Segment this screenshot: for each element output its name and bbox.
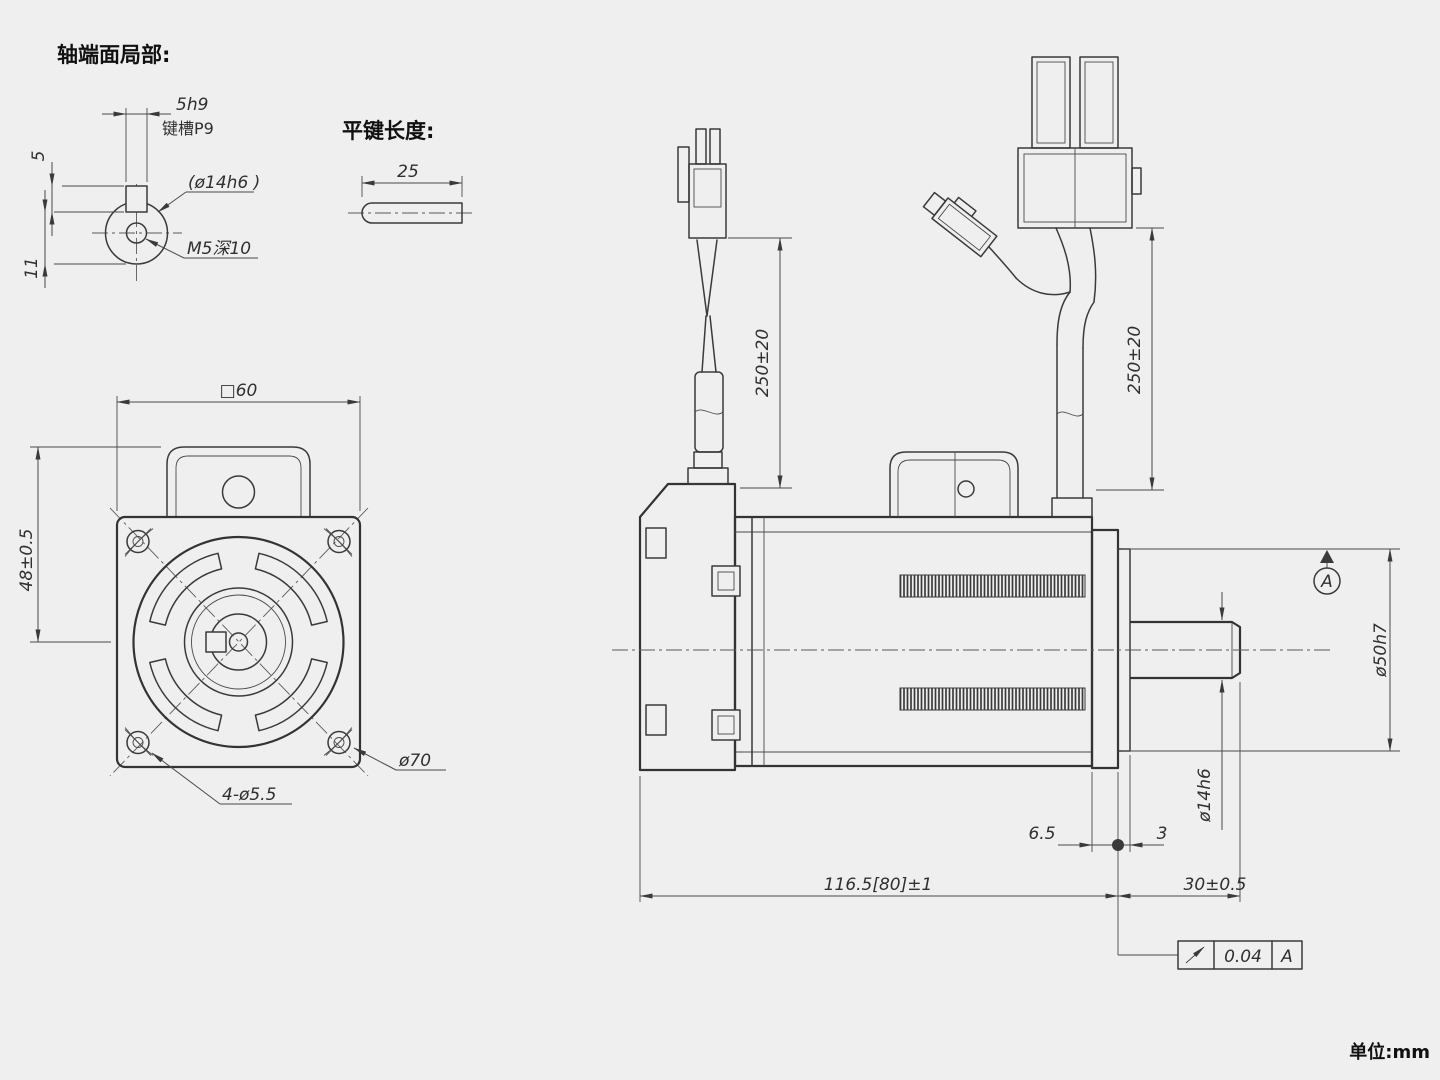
power-connector-terminal	[1079, 56, 1119, 149]
connector-bump-side	[889, 451, 1019, 518]
encoder-connector-latch	[677, 146, 690, 203]
encoder-connector-pin	[709, 128, 721, 165]
dim-text-keyway-width: 5h9	[176, 95, 208, 115]
connector-bump-front	[166, 446, 311, 517]
brake-connector	[922, 191, 998, 258]
dim-text-keyway-spec: 键槽P9	[162, 119, 214, 138]
datum-target-dot	[1112, 839, 1124, 851]
dim-text-key-height: 5	[29, 151, 49, 162]
mounting-hole	[124, 527, 152, 556]
encoder-connector-pin	[695, 128, 707, 165]
dim-text-bolt-circle: ø70	[398, 751, 431, 771]
flat-key-outline	[361, 202, 463, 224]
dim-text-encoder-cable: 250±20	[753, 329, 773, 397]
power-connector	[1017, 56, 1142, 229]
dim-flange-size: □60	[116, 381, 361, 511]
front-face-outer-circle	[132, 535, 345, 749]
mounting-tab	[711, 709, 741, 741]
dim-key-height: 5	[29, 151, 124, 236]
mounting-hole	[325, 527, 353, 556]
encoder-cable-assembly	[677, 128, 727, 453]
shaft-keyway-front	[205, 631, 227, 653]
shaft-end-view-geometry	[92, 184, 182, 282]
runout-symbol-icon	[1185, 946, 1205, 964]
flat-key-title: 平键长度:	[342, 119, 434, 143]
encoder-boss-circle	[183, 587, 294, 697]
connector-bump-screw	[221, 475, 256, 509]
leader-bolt-circle: ø70	[353, 747, 446, 771]
datum-label: A	[1320, 572, 1333, 592]
dim-text-shaft-dia: ø14h6	[1195, 768, 1215, 823]
dim-text-spigot-length: 3	[1157, 824, 1168, 844]
shaft-end-detail-title: 轴端面局部:	[57, 43, 170, 67]
dim-text-center-height: 48±0.5	[17, 529, 37, 592]
runout-tolerance-value: 0.04	[1224, 947, 1262, 967]
front-face-slot	[149, 552, 223, 626]
unit-note: 单位:mm	[1349, 1041, 1430, 1063]
front-flange-plate	[1090, 528, 1120, 770]
strain-relief	[696, 239, 718, 317]
leader-tapped-hole: M5深10	[145, 238, 258, 259]
front-face-slot	[254, 658, 328, 732]
side-view-geometry	[612, 451, 1332, 772]
dim-text-key-length: 25	[397, 162, 419, 182]
dim-text-power-cable: 250±20	[1125, 326, 1145, 394]
power-cable-assembly	[922, 56, 1142, 499]
encoder-connector-body	[688, 163, 727, 239]
dim-text-mounting-holes: 4-ø5.5	[222, 785, 276, 805]
dim-text-flange-thickness: 6.5	[1028, 824, 1055, 844]
power-cable-gland	[1051, 497, 1093, 518]
front-face-slot	[149, 658, 223, 732]
front-view-geometry	[109, 446, 369, 777]
encoder-cable-gland	[687, 467, 729, 485]
dim-encoder-cable: 250±20	[728, 237, 792, 489]
shaft-end-detail-view: 轴端面局部: 5h9 键槽P9 5	[22, 43, 260, 288]
center-hole-front	[228, 632, 249, 652]
bump-screw	[957, 480, 975, 498]
dim-power-cable: 250±20	[1096, 227, 1164, 491]
dim-center-height: 48±0.5	[17, 446, 161, 643]
dim-text-keyway-remainder: 11	[22, 257, 42, 279]
dim-body-length: 116.5[80]±1	[639, 776, 1119, 902]
datum-flag: A	[1313, 550, 1341, 595]
leader-shaft-dia-ref: (ø14h6 )	[157, 173, 260, 213]
flat-key-view: 平键长度: 25	[342, 119, 476, 224]
runout-tolerance-frame: 0.04 A	[1118, 940, 1303, 970]
dim-text-spigot-dia: ø50h7	[1371, 623, 1391, 678]
dim-key-length: 25	[361, 162, 463, 197]
dim-spigot-dia: ø50h7	[1122, 548, 1400, 752]
dim-keyway-remainder: 11	[22, 190, 126, 288]
side-view: 250±20 250±20 ø50h7 ø14h6 A	[612, 56, 1400, 970]
dim-keyway-width: 5h9 键槽P9	[102, 95, 214, 182]
dim-text-flange-size: □60	[220, 381, 258, 401]
dim-text-shaft-dia-ref: (ø14h6 )	[188, 173, 260, 193]
vent-band	[899, 574, 1086, 598]
dim-text-body-length: 116.5[80]±1	[824, 875, 933, 895]
motor-body	[733, 515, 1094, 768]
dim-flange-thickness: 6.5 3	[1028, 755, 1167, 955]
dim-shaft-length: 30±0.5	[1117, 682, 1247, 902]
tapped-hole-circle	[125, 222, 148, 244]
vent-band	[899, 687, 1086, 711]
mounting-hole	[325, 729, 353, 756]
runout-datum-ref: A	[1280, 947, 1293, 967]
dim-shaft-dia: ø14h6	[1195, 592, 1225, 830]
keyway-slot	[125, 185, 148, 213]
dim-text-tapped-hole: M5深10	[187, 239, 251, 259]
flange-outline	[115, 515, 362, 769]
leader-mounting-holes: 4-ø5.5	[151, 752, 292, 805]
power-connector-terminal	[1031, 56, 1071, 149]
mounting-tab	[711, 565, 741, 597]
front-view: □60 48±0.5 ø70 4-ø5.5	[17, 381, 446, 805]
power-connector-tab	[1131, 167, 1142, 195]
dim-text-shaft-length: 30±0.5	[1184, 875, 1247, 895]
mounting-hole	[124, 728, 152, 757]
